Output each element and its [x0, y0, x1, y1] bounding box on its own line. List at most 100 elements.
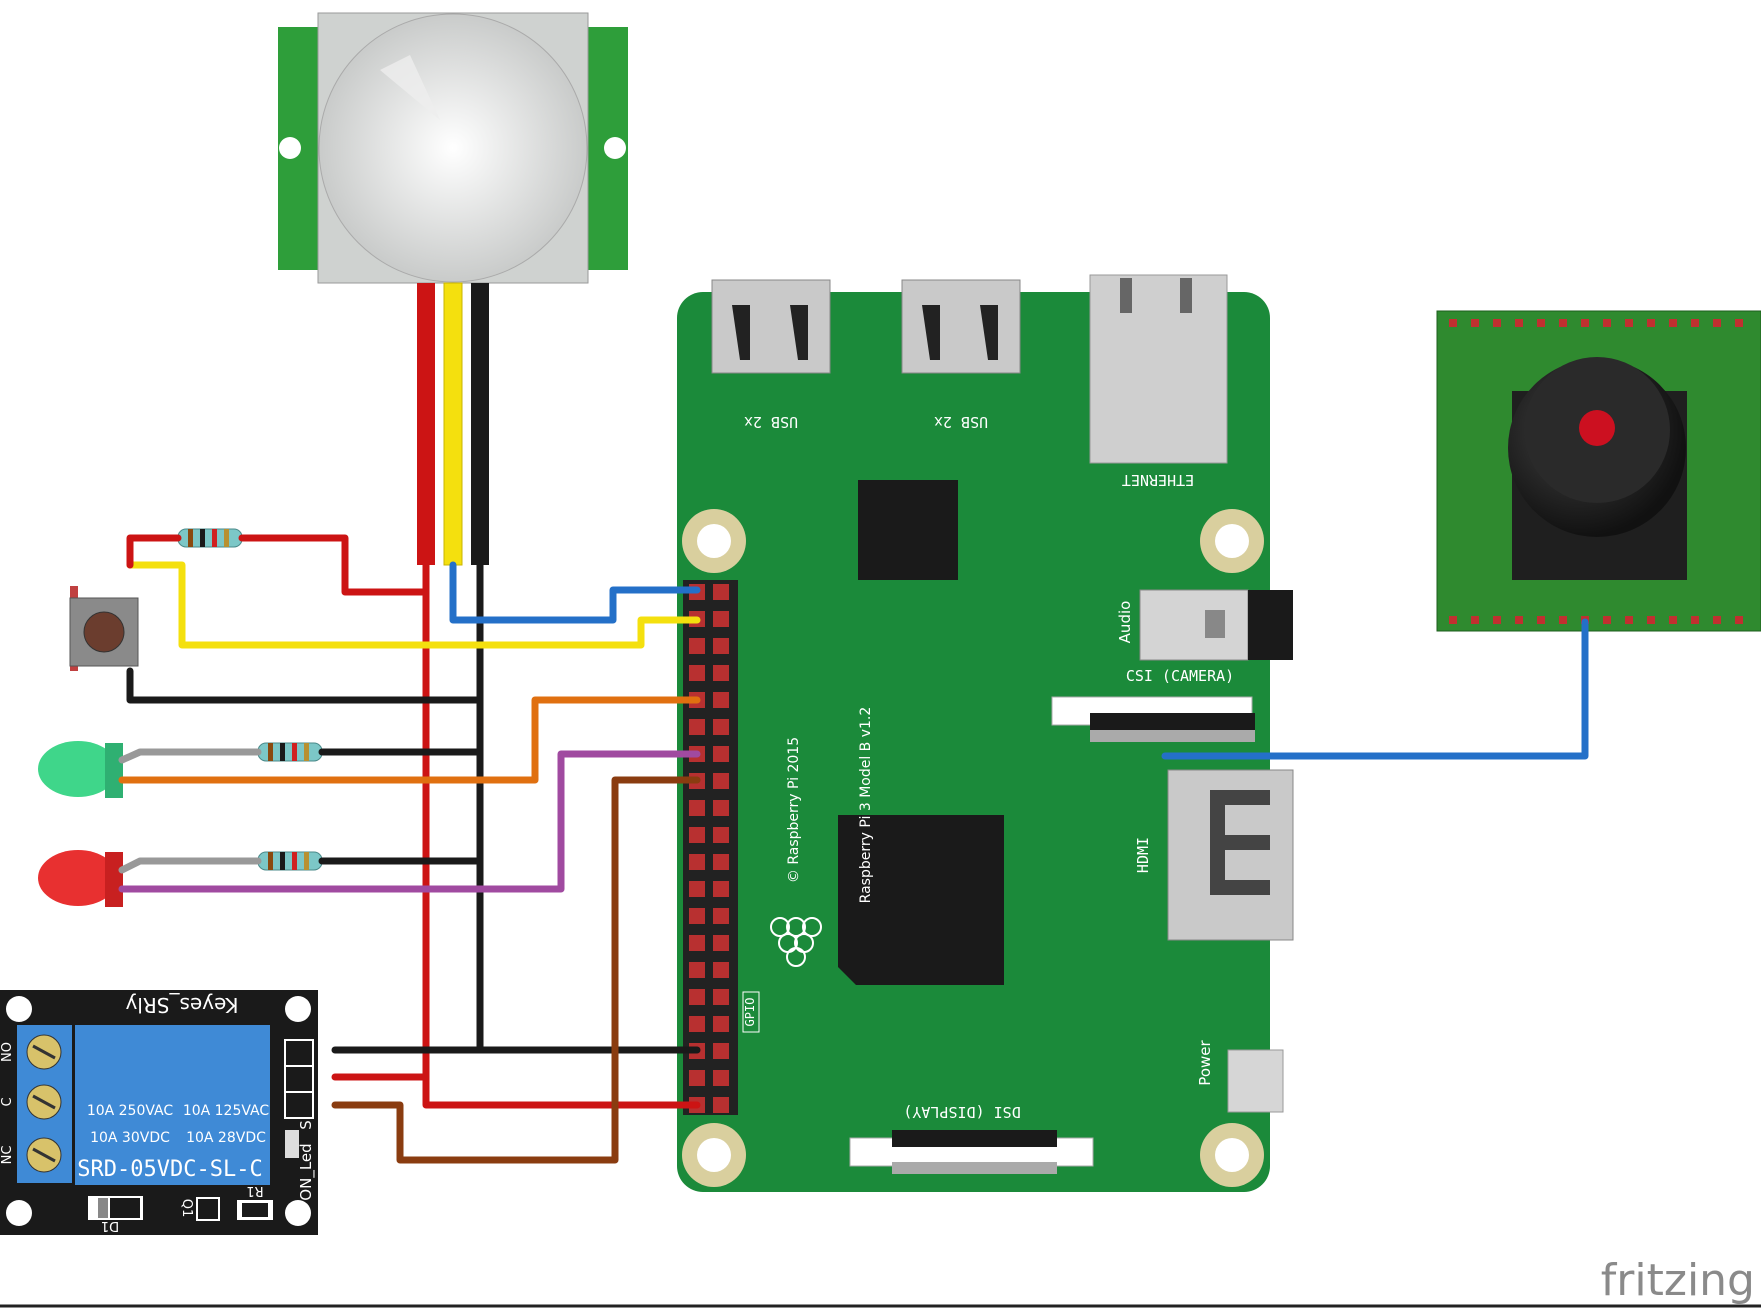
audio-jack	[1139, 589, 1293, 661]
resistor-body	[177, 528, 243, 548]
relay-terminals	[26, 1034, 62, 1173]
relay-d1-label: D1	[101, 1218, 119, 1233]
green-led	[38, 741, 123, 798]
gpio-pin	[689, 800, 705, 816]
dsi-label: DSI (DISPLAY)	[903, 1103, 1020, 1121]
gpio-pin	[689, 989, 705, 1005]
ethernet-port	[1089, 274, 1228, 464]
relay-module: NO C NC Keyes_SRly 10A 250VAC 10A 125VAC…	[0, 990, 318, 1235]
camera-pad	[1449, 319, 1457, 327]
gpio-pin	[689, 827, 705, 843]
relay-rating2: 10A 125VAC	[183, 1103, 270, 1119]
camera-pad	[1603, 319, 1611, 327]
wire-pir-signal	[449, 561, 701, 624]
gpio-pin	[689, 854, 705, 870]
gpio-pin	[713, 692, 729, 708]
gpio-pin	[689, 881, 705, 897]
camera-pad	[1515, 616, 1523, 624]
gpio-pin	[713, 827, 729, 843]
pir-sensor	[278, 12, 628, 566]
camera-pad	[1691, 319, 1699, 327]
relay-q1-label: Q1	[179, 1199, 194, 1218]
soc-chip	[838, 815, 1004, 985]
gpio-pin	[713, 638, 729, 654]
relay-r1-label: R1	[246, 1183, 263, 1198]
relay-rating4: 10A 28VDC	[186, 1130, 266, 1146]
resistor-body	[257, 742, 323, 762]
camera-pad	[1713, 616, 1721, 624]
csi-connector	[1051, 696, 1255, 742]
gpio-pin	[713, 908, 729, 924]
camera-pad	[1493, 616, 1501, 624]
gpio-pin	[689, 1016, 705, 1032]
pir-mount-hole-left	[279, 137, 301, 159]
relay-s-label: S	[297, 1120, 315, 1130]
resistor	[257, 742, 323, 762]
gpio-header	[683, 580, 738, 1115]
camera-pad	[1647, 319, 1655, 327]
usb-controller-chip	[858, 480, 958, 580]
gpio-pin	[689, 1070, 705, 1086]
resistor-band	[224, 529, 229, 547]
power-port	[1227, 1049, 1284, 1113]
wires	[118, 534, 1589, 1164]
gpio-pin	[689, 935, 705, 951]
camera-pad	[1625, 616, 1633, 624]
camera-pad	[1713, 319, 1721, 327]
gpio-pin	[689, 962, 705, 978]
resistor	[257, 851, 323, 871]
gpio-pin	[713, 935, 729, 951]
wire-green-led-signal	[118, 696, 701, 784]
gpio-pin	[713, 854, 729, 870]
camera-pad	[1493, 319, 1501, 327]
gpio-pin	[713, 989, 729, 1005]
hdmi-label: HDMI	[1134, 837, 1152, 873]
wire-button-gnd	[126, 667, 484, 704]
camera-pad	[1515, 319, 1523, 327]
power-label: Power	[1196, 1039, 1214, 1085]
relay-c-label: C	[0, 1097, 15, 1106]
gpio-pin	[713, 800, 729, 816]
camera-pad	[1471, 319, 1479, 327]
pir-dome	[318, 13, 588, 283]
usb-port-2	[901, 279, 1021, 374]
resistor-body	[257, 851, 323, 871]
relay-model-label: SRD-05VDC-SL-C	[77, 1157, 262, 1182]
wire-green-led-anode	[118, 748, 262, 764]
usb1-label: USB 2x	[744, 413, 798, 431]
wire-relay-signal	[331, 776, 701, 1164]
gpio-pin	[713, 611, 729, 627]
relay-rating3: 10A 30VDC	[90, 1130, 170, 1146]
wire-red-led-anode	[118, 857, 262, 874]
wire-pir-gnd	[476, 561, 701, 1054]
camera-pad	[1559, 616, 1567, 624]
relay-brand-label: Keyes_SRly	[125, 993, 238, 1017]
resistor	[177, 528, 243, 548]
raspberry-pi: USB 2x USB 2x ETHERNET Audio CSI (CAMERA…	[677, 274, 1294, 1192]
pi-mount-holes	[682, 509, 1264, 1187]
gpio-pin	[713, 665, 729, 681]
gpio-pin	[713, 773, 729, 789]
resistor-band	[188, 529, 193, 547]
resistor-band	[200, 529, 205, 547]
usb-port-1	[711, 279, 831, 374]
gpio-pin	[713, 746, 729, 762]
relay-transistor	[196, 1197, 220, 1221]
gpio-label: GPIO	[743, 998, 757, 1027]
camera-pad	[1537, 319, 1545, 327]
pir-lead-yellow	[443, 282, 463, 566]
gpio-pin	[713, 1070, 729, 1086]
gpio-pin	[713, 962, 729, 978]
pi-model-label: Raspberry Pi 3 Model B v1.2	[858, 707, 874, 904]
relay-diode	[88, 1196, 143, 1220]
gpio-label-box	[742, 991, 760, 1033]
pir-lead-black	[471, 283, 489, 565]
camera-pad	[1735, 616, 1743, 624]
camera-pad	[1581, 319, 1589, 327]
gpio-pin	[713, 719, 729, 735]
red-led	[38, 850, 123, 907]
camera-pad	[1669, 616, 1677, 624]
resistor-band	[304, 743, 309, 761]
pir-lead-red	[417, 283, 435, 565]
